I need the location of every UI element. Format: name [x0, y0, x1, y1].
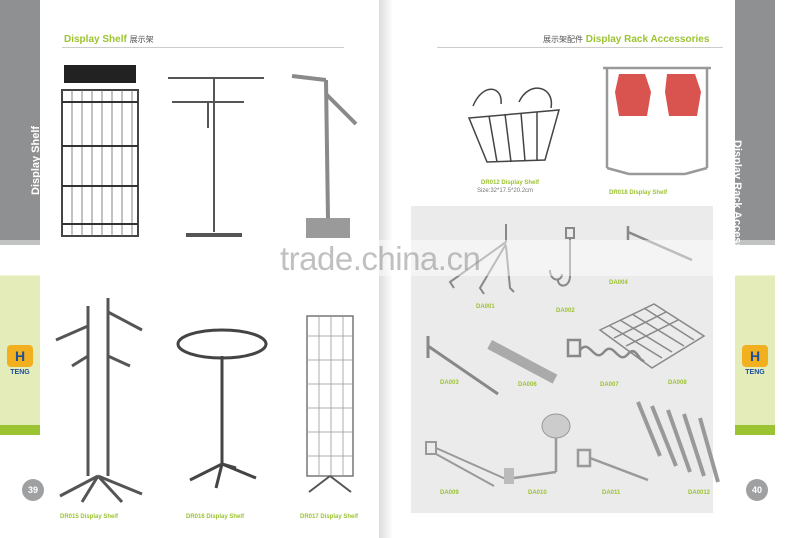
brand-logo-icon: H — [742, 345, 768, 367]
da001-caption: DA001 — [476, 304, 495, 310]
left-page: Display Shelf H TENG 39 Display Shelf 展示… — [0, 0, 393, 538]
da007-caption: DA007 — [600, 382, 619, 388]
left-brand-logo: H TENG — [0, 345, 40, 376]
dr016-caption: DR016 Display Shelf — [186, 514, 245, 520]
dr015-caption: DR015 Display Shelf — [60, 514, 119, 520]
da004-caption: DA004 — [609, 280, 628, 286]
wire-shelf-da008-image — [598, 303, 706, 369]
accessories-panel — [411, 206, 713, 513]
hook-da001-image — [448, 224, 515, 295]
page-number-right: 40 — [746, 479, 768, 501]
left-header-rule — [62, 47, 344, 48]
da002-caption: DA002 — [556, 308, 575, 314]
display-da010-image — [504, 413, 571, 484]
arm-da006-image — [487, 340, 558, 384]
brand-logo-icon: H — [7, 345, 33, 367]
bracket-da004-image — [626, 226, 693, 262]
wire-shelf-image — [61, 65, 139, 237]
round-rack-image — [176, 328, 268, 489]
dr012-caption: DR012 Display Shelf — [481, 180, 540, 186]
t-stand-image — [168, 77, 264, 237]
left-side-title: Display Shelf — [30, 125, 40, 195]
book-spine — [379, 0, 393, 538]
hook-da011-image — [576, 448, 649, 482]
arm-da003-image — [426, 336, 499, 396]
right-page-header: 展示架配件 Display Rack Accessories — [543, 34, 709, 45]
left-header-cn: 展示架 — [129, 35, 154, 44]
waterfall-da007-image — [566, 338, 645, 362]
rails-da0012-image — [636, 401, 720, 483]
da0012-caption: DA0012 — [688, 490, 711, 496]
watermark-band — [0, 240, 787, 276]
waterfall-stand-image — [291, 74, 358, 238]
garment-rack-image — [603, 66, 711, 176]
watermark-text: trade.china.cn — [280, 240, 481, 277]
da011-caption: DA011 — [602, 490, 621, 496]
four-way-rack-image — [55, 298, 143, 504]
left-header-en: Display Shelf — [64, 34, 127, 45]
wire-basket-image — [467, 87, 561, 163]
dr012-size: Size:32*17.5*20.2cm — [477, 188, 534, 194]
right-header-cn: 展示架配件 — [543, 35, 583, 44]
hook-da002-image — [549, 227, 575, 287]
da009-caption: DA009 — [440, 490, 459, 496]
page-number-left: 39 — [22, 479, 44, 501]
left-page-header: Display Shelf 展示架 — [64, 34, 154, 45]
da006-caption: DA006 — [518, 382, 537, 388]
right-side-band: Display Rack Accessories H TENG — [735, 0, 775, 538]
dr018-caption: DR018 Display Shelf — [609, 190, 668, 196]
hook-da009-image — [425, 441, 509, 487]
da008-caption: DA008 — [668, 380, 687, 386]
da003-caption: DA003 — [440, 380, 459, 386]
right-header-rule — [437, 47, 723, 48]
right-header-en: Display Rack Accessories — [585, 34, 710, 45]
dr017-caption: DR017 Display Shelf — [300, 514, 359, 520]
right-brand-logo: H TENG — [735, 345, 775, 376]
left-side-band: Display Shelf H TENG — [0, 0, 40, 538]
da010-caption: DA010 — [528, 490, 547, 496]
spinner-rack-image — [306, 315, 354, 493]
